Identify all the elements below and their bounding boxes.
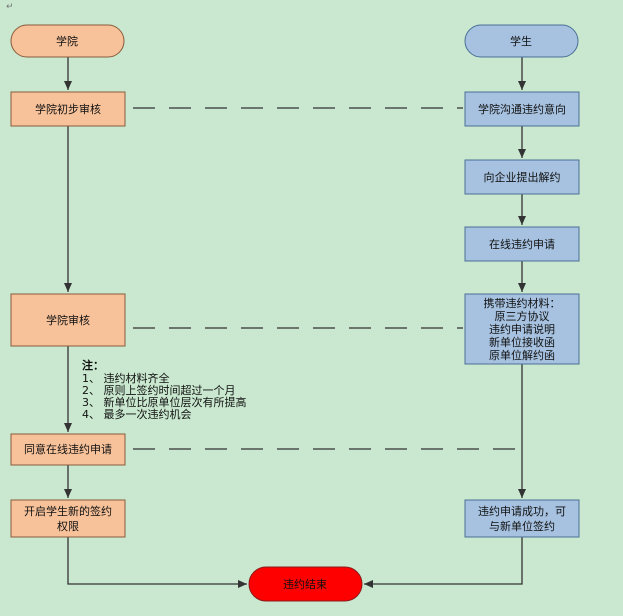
open-permission-label-line2: 权限: [57, 520, 79, 533]
open-permission-box: [10, 499, 126, 538]
connector-open-to-end: [67, 537, 247, 588]
college-start-label: 学院: [56, 34, 78, 48]
paragraph-mark: ↵: [6, 2, 14, 12]
propose-termination-label: 向企业提出解约: [484, 170, 561, 184]
materials-item-3: 新单位接收函: [489, 335, 555, 349]
note-title: 注：: [82, 358, 104, 372]
note-block: 注： 1、 违约材料齐全 2、 原则上签约时间超过一个月 3、 新单位比原单位层…: [82, 358, 247, 421]
note-item-4: 4、 最多一次违约机会: [82, 407, 192, 421]
college-initial-review-box: [10, 91, 126, 127]
materials-item-4: 原单位解约函: [489, 348, 555, 362]
success-label-line2: 与新单位签约: [489, 519, 555, 533]
materials-item-1: 原三方协议: [495, 309, 550, 323]
approve-online-box: [10, 433, 126, 466]
online-application-box: [464, 226, 580, 262]
success-label-line1: 违约申请成功，可: [478, 505, 566, 518]
student-start-label: 学生: [510, 34, 532, 48]
college-initial-review-label: 学院初步审核: [35, 102, 101, 116]
propose-termination-box: [464, 159, 580, 195]
college-start-terminal: [10, 24, 125, 58]
end-terminal: [248, 566, 363, 602]
student-start-terminal: [464, 24, 579, 58]
note-item-3: 3、 新单位比原单位层次有所提高: [82, 395, 247, 409]
connector-success-to-end: [364, 537, 523, 588]
open-permission-label-line1: 开启学生新的签约: [24, 504, 112, 518]
college-communicate-label: 学院沟通违约意向: [478, 102, 566, 116]
materials-title: 携带违约材料：: [484, 296, 561, 310]
note-item-2: 2、 原则上签约时间超过一个月: [82, 383, 236, 397]
success-box: [464, 499, 580, 538]
approve-online-label: 同意在线违约申请: [24, 442, 112, 456]
end-label: 违约结束: [283, 578, 327, 591]
college-communicate-box: [464, 91, 580, 127]
college-review-box: [10, 293, 126, 347]
college-review-label: 学院审核: [46, 313, 90, 327]
materials-item-2: 违约申请说明: [489, 322, 555, 336]
materials-box: [464, 293, 580, 365]
online-application-label: 在线违约申请: [489, 237, 555, 251]
note-item-1: 1、 违约材料齐全: [82, 371, 170, 385]
